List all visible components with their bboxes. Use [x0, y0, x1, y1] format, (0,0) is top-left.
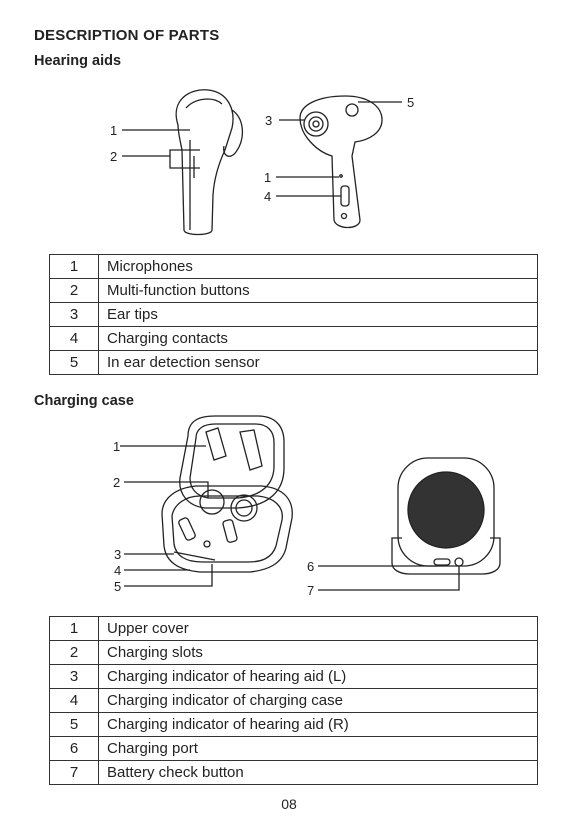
part-label: Charging indicator of hearing aid (L) [98, 664, 538, 689]
page-number: 08 [281, 796, 297, 812]
part-number: 5 [49, 350, 99, 375]
callout-1: 1 [113, 439, 120, 454]
callout-1: 1 [110, 123, 117, 138]
part-number: 2 [49, 640, 99, 665]
section-heading-charging-case: Charging case [34, 393, 134, 409]
part-label: Battery check button [98, 760, 538, 785]
callout-2: 2 [113, 475, 120, 490]
part-label: Charging slots [98, 640, 538, 665]
page-title: DESCRIPTION OF PARTS [34, 27, 220, 44]
part-number: 4 [49, 688, 99, 713]
part-number: 3 [49, 302, 99, 327]
callout-4: 4 [114, 563, 121, 578]
part-label: In ear detection sensor [98, 350, 538, 375]
callout-5: 5 [407, 95, 414, 110]
part-number: 3 [49, 664, 99, 689]
part-number: 6 [49, 736, 99, 761]
hearing-aids-illustration: 1 2 3 1 4 5 [110, 89, 414, 236]
part-label: Charging indicator of hearing aid (R) [98, 712, 538, 737]
part-number: 1 [49, 616, 99, 641]
part-number: 5 [49, 712, 99, 737]
part-number: 7 [49, 760, 99, 785]
section-heading-hearing-aids: Hearing aids [34, 53, 122, 69]
callout-3: 3 [265, 113, 272, 128]
callout-4: 4 [264, 189, 271, 204]
callout-2: 2 [110, 149, 117, 164]
part-label: Microphones [98, 254, 538, 279]
part-label: Upper cover [98, 616, 538, 641]
callout-1: 1 [264, 170, 271, 185]
part-label: Charging indicator of charging case [98, 688, 538, 713]
part-label: Charging port [98, 736, 538, 761]
part-number: 1 [49, 254, 99, 279]
part-label: Ear tips [98, 302, 538, 327]
callout-5: 5 [114, 579, 121, 594]
part-number: 2 [49, 278, 99, 303]
callout-7: 7 [307, 583, 314, 598]
part-label: Multi-function buttons [98, 278, 538, 303]
part-label: Charging contacts [98, 326, 538, 351]
callout-3: 3 [114, 547, 121, 562]
part-number: 4 [49, 326, 99, 351]
charging-case-illustration: 1 2 3 4 5 6 7 [113, 415, 501, 598]
callout-6: 6 [307, 559, 314, 574]
